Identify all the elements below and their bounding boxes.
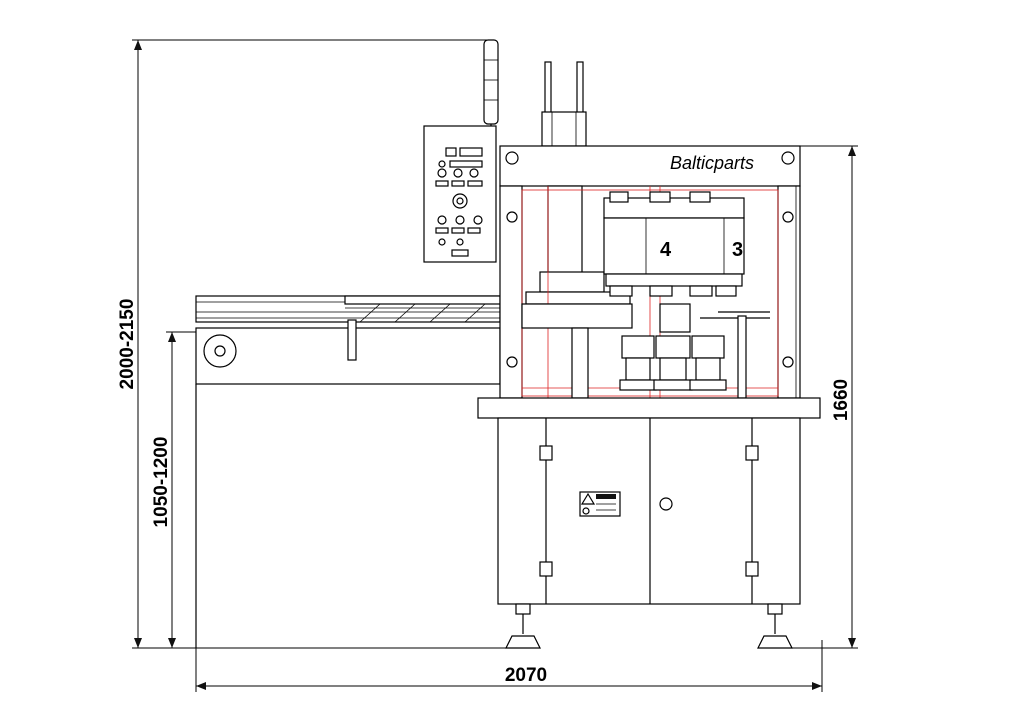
bolt-icon (506, 211, 518, 223)
bolt-icon (782, 356, 794, 368)
infeed-conveyor (195, 295, 501, 648)
dimension-conveyor-height-label: 1050-1200 (151, 437, 172, 528)
hinge-icon (539, 445, 553, 461)
dimension-total-height: 2000-2150 (117, 39, 520, 649)
seaming-turret: 4 3 (521, 191, 770, 399)
control-panel (423, 39, 499, 263)
round-handle-icon (659, 497, 673, 511)
hinge-icon (745, 561, 759, 577)
base-cabinet (477, 397, 821, 649)
worktable-top (477, 397, 821, 419)
machine-frame: Balticparts (499, 61, 801, 399)
main-switch-icon (452, 193, 468, 209)
bolt-icon (782, 211, 794, 223)
leveling-foot-icon (757, 603, 793, 649)
dimension-total-width: 2070 (195, 640, 823, 692)
leveling-foot-icon (505, 603, 541, 649)
head-number-3: 3 (732, 239, 743, 261)
dimension-machine-height: 1660 (790, 145, 858, 649)
dimension-machine-height-label: 1660 (831, 379, 852, 421)
dimension-total-width-label: 2070 (505, 665, 547, 686)
hinge-icon (745, 445, 759, 461)
warning-label-icon (579, 491, 621, 517)
brand-label: Balticparts (670, 153, 754, 173)
dimension-total-height-label: 2000-2150 (117, 299, 138, 390)
dimension-conveyor-height: 1050-1200 (151, 331, 200, 648)
bolt-icon (506, 356, 518, 368)
hinge-icon (539, 561, 553, 577)
conveyor-drive-pulley (203, 334, 237, 368)
head-number-4: 4 (660, 239, 672, 261)
signal-tower (483, 39, 499, 125)
